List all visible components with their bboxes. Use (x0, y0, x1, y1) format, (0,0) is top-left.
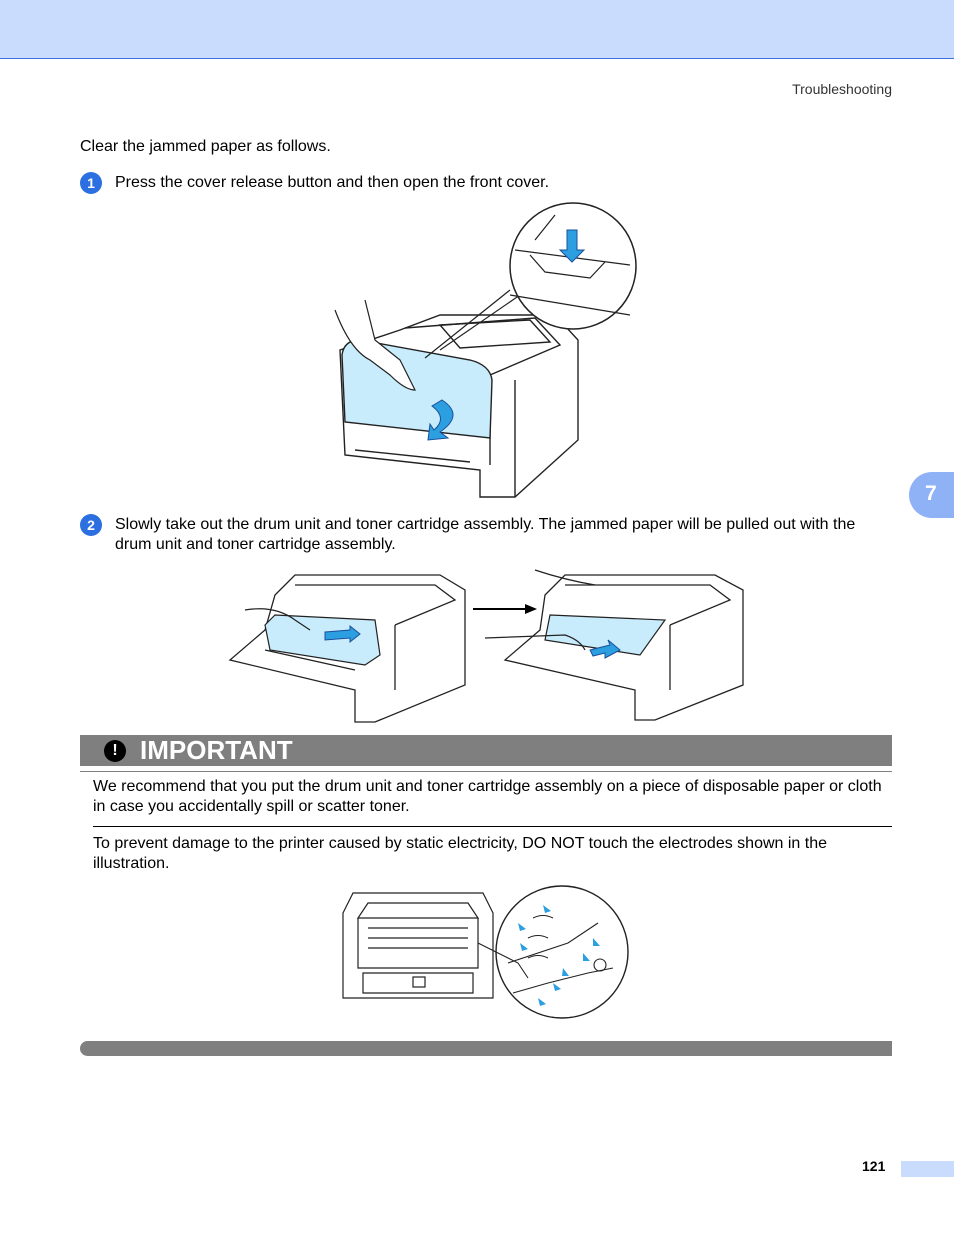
chapter-tab[interactable]: 7 (909, 472, 954, 518)
printer-open-cover-illustration (334, 202, 637, 498)
header-band (0, 0, 954, 59)
step-number-icon: 2 (80, 514, 102, 536)
important-rule (80, 771, 892, 772)
step-text: Slowly take out the drum unit and toner … (115, 516, 856, 553)
note-divider (93, 826, 892, 827)
important-end-bar (80, 1041, 892, 1056)
exclamation-icon: ! (104, 740, 126, 762)
page-tab (901, 1161, 954, 1177)
page-number: 121 (862, 1158, 886, 1174)
electrodes-illustration (342, 885, 629, 1019)
step-number-icon: 1 (80, 172, 102, 194)
step-text: Press the cover release button and then … (115, 174, 550, 191)
important-title: IMPORTANT (140, 735, 293, 765)
important-note: We recommend that you put the drum unit … (93, 778, 882, 815)
important-note: To prevent damage to the printer caused … (93, 835, 827, 872)
intro-text: Clear the jammed paper as follows. (80, 138, 331, 155)
section-title: Troubleshooting (792, 81, 892, 97)
chapter-number: 7 (925, 482, 937, 505)
remove-drum-unit-illustration (228, 569, 744, 723)
